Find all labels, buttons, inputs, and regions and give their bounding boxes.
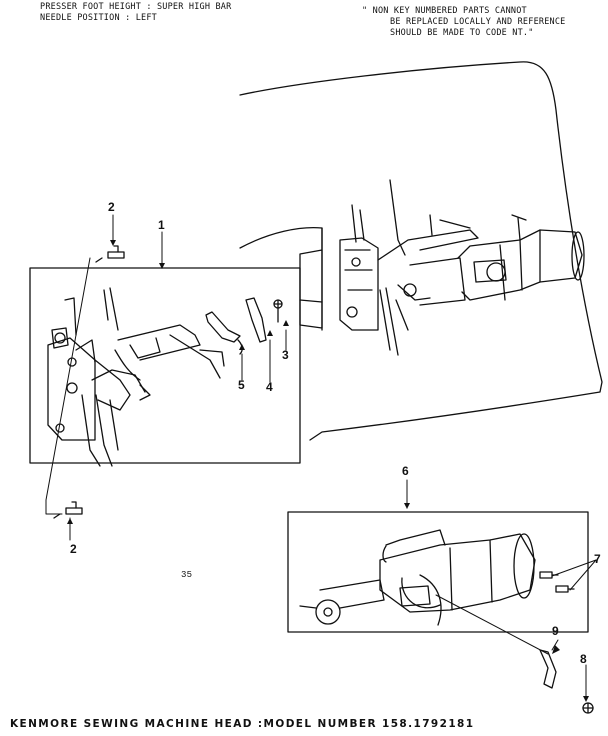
callout-9: 9 <box>552 624 559 638</box>
machine-head-outline <box>239 61 603 441</box>
screws-7-9-8 <box>539 571 594 714</box>
note-line-1: " NON KEY NUMBERED PARTS CANNOT <box>362 6 527 16</box>
callout-3: 3 <box>282 348 289 362</box>
installed-bar-frame-assembly <box>339 179 479 356</box>
presser-foot-height-label: PRESSER FOOT HEIGHT : SUPER HIGH BAR <box>40 2 232 12</box>
arrowheads <box>67 240 589 702</box>
assembly-1-frame <box>29 267 301 464</box>
callout-6: 6 <box>402 464 409 478</box>
page-number: 35 <box>181 570 193 580</box>
needle-position-label: NEEDLE POSITION : LEFT <box>40 13 157 23</box>
callout-4: 4 <box>266 380 273 394</box>
callout-5: 5 <box>238 378 245 392</box>
callout-1: 1 <box>158 218 165 232</box>
screws-2 <box>53 245 125 519</box>
small-parts-3-4-5 <box>205 297 283 355</box>
callout-7: 7 <box>594 552 601 566</box>
motor-assembly <box>299 529 536 626</box>
bar-frame-assembly <box>47 287 225 467</box>
callout-8: 8 <box>580 652 587 666</box>
footer-title: KENMORE SEWING MACHINE HEAD :MODEL NUMBE… <box>10 718 475 730</box>
callout-2-top: 2 <box>108 200 115 214</box>
installed-motor <box>457 214 585 301</box>
leader-lines <box>45 214 597 701</box>
note-line-2: BE REPLACED LOCALLY AND REFERENCE <box>390 17 566 27</box>
assembly-6-frame <box>287 511 589 633</box>
callout-2-bottom: 2 <box>70 542 77 556</box>
note-line-3: SHOULD BE MADE TO CODE NT." <box>390 28 534 38</box>
